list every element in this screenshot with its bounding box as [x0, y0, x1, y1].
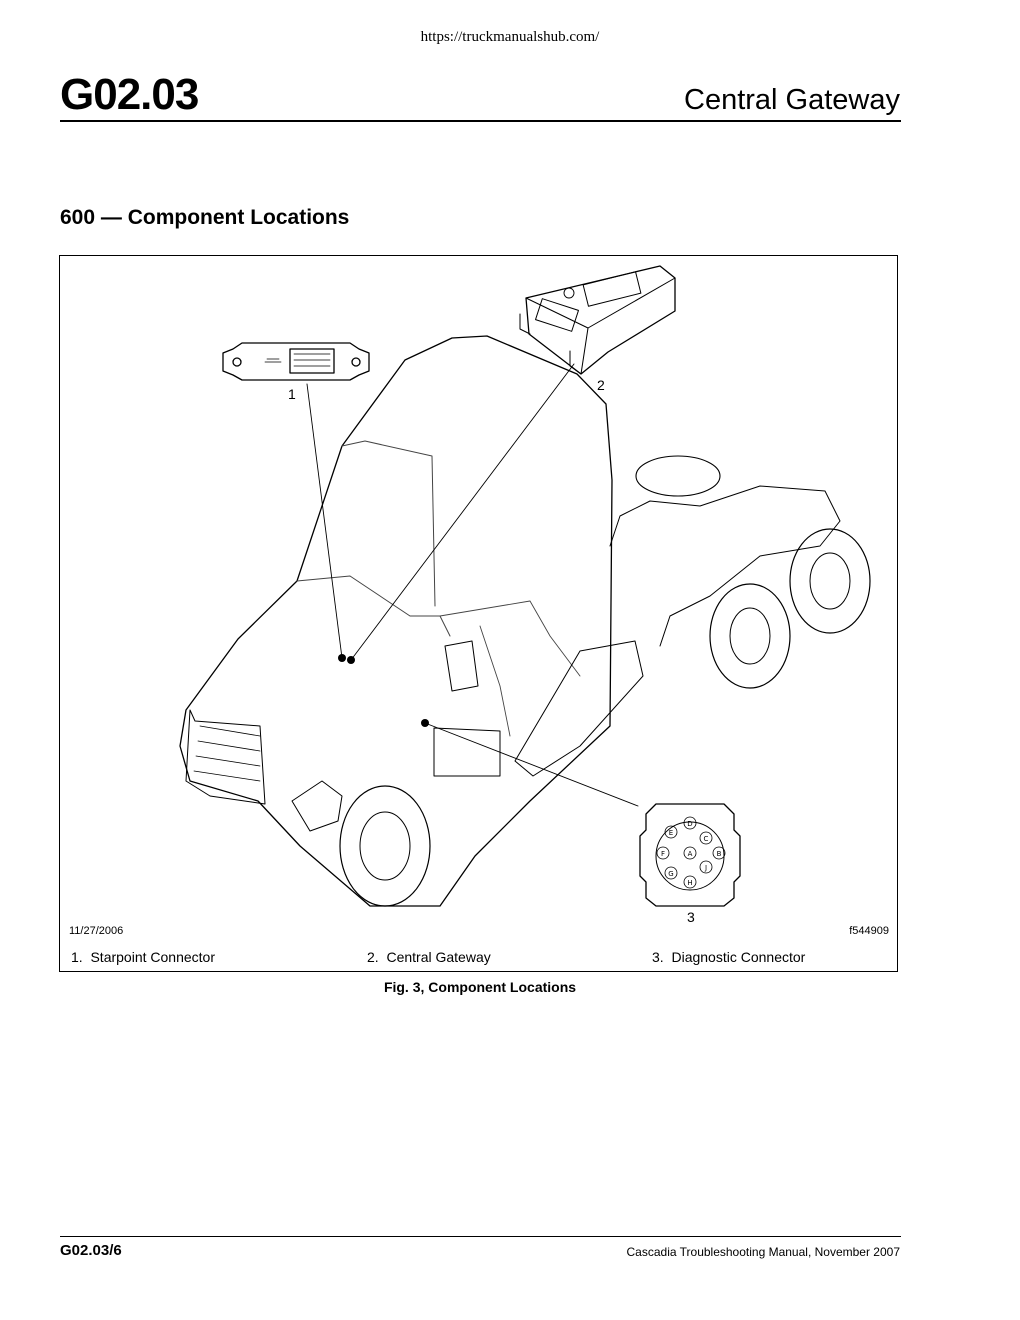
callout-2: 2 [597, 377, 605, 393]
leader-dots [338, 654, 429, 727]
starpoint-connector-drawing [222, 342, 370, 381]
section-heading: 600 — Component Locations [60, 206, 350, 229]
footer-manual: Cascadia Troubleshooting Manual, Novembe… [626, 1245, 901, 1259]
legend-number: 1. [71, 949, 83, 965]
figure-date: 11/27/2006 [69, 925, 124, 937]
figure-frame: D E C F A B G J H 1 2 3 11/27/2006 f5449… [59, 255, 898, 972]
pin-label: F [661, 850, 665, 858]
legend-number: 3. [652, 949, 664, 965]
legend-item: 1. Starpoint Connector [71, 949, 215, 965]
pin-label: C [704, 835, 709, 843]
pin-label: G [668, 870, 673, 878]
legend-label: Central Gateway [386, 949, 491, 965]
source-url[interactable]: https://truckmanualshub.com/ [420, 29, 600, 45]
figure-id: f544909 [849, 925, 889, 937]
diagnostic-pins: D E C F A B G J H [656, 816, 726, 889]
leader-lines [306, 363, 639, 807]
callout-3: 3 [687, 909, 695, 925]
legend-label: Diagnostic Connector [671, 949, 806, 965]
legend-item: 2. Central Gateway [367, 949, 491, 965]
legend-label: Starpoint Connector [90, 949, 215, 965]
central-gateway-drawing [519, 265, 676, 375]
pin-label: J [704, 864, 707, 872]
footer-rule [60, 1236, 901, 1237]
pin-label: B [717, 850, 722, 858]
footer-page-ref: G02.03/6 [60, 1242, 122, 1259]
legend-number: 2. [367, 949, 379, 965]
pin-label: E [669, 829, 673, 837]
pin-label: D [687, 820, 692, 828]
figure-caption: Fig. 3, Component Locations [383, 979, 577, 995]
truck-illustration: D E C F A B G J H [179, 265, 871, 907]
callout-1: 1 [288, 386, 296, 402]
truck-body [179, 335, 871, 907]
pin-label: H [687, 879, 692, 887]
legend-item: 3. Diagnostic Connector [652, 949, 805, 965]
section-code: G02.03 [60, 70, 199, 119]
pin-label: A [688, 850, 693, 858]
header-rule [60, 120, 901, 122]
page-title: Central Gateway [684, 84, 900, 116]
